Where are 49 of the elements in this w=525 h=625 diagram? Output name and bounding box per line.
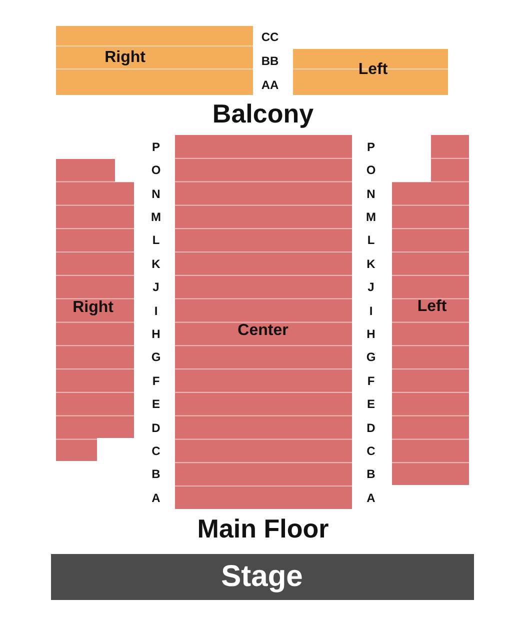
area-title: Main Floor bbox=[197, 514, 329, 544]
row-letter: N bbox=[152, 186, 160, 200]
section-label: Right bbox=[104, 49, 146, 67]
floor-section bbox=[56, 159, 134, 461]
floor-section bbox=[175, 135, 352, 509]
row-letter: E bbox=[367, 397, 375, 412]
row-letter: C bbox=[152, 444, 160, 458]
section-label: Left bbox=[358, 61, 388, 79]
section-label: Right bbox=[72, 299, 114, 317]
row-letter: I bbox=[369, 304, 373, 318]
row-letter: O bbox=[151, 163, 161, 178]
stage-label: Stage bbox=[221, 560, 303, 594]
row-letter: M bbox=[366, 210, 376, 224]
row-letter: L bbox=[367, 233, 375, 248]
row-letter: G bbox=[151, 350, 161, 364]
row-letter: M bbox=[151, 210, 161, 224]
row-letter: K bbox=[152, 256, 160, 271]
row-letter: F bbox=[152, 374, 160, 388]
row-letter: D bbox=[152, 420, 160, 434]
section-label: Left bbox=[417, 298, 447, 316]
row-letter: B bbox=[152, 467, 160, 482]
row-letter: AA bbox=[261, 78, 279, 92]
stage-block bbox=[51, 554, 474, 600]
floor-section bbox=[392, 135, 469, 485]
row-letter: O bbox=[366, 163, 376, 178]
row-letter: J bbox=[152, 280, 160, 294]
row-letter: G bbox=[366, 350, 376, 364]
row-letter: B bbox=[366, 467, 376, 482]
row-letter: CC bbox=[261, 30, 279, 44]
row-letter: P bbox=[367, 140, 375, 154]
row-letter: E bbox=[152, 397, 160, 412]
row-letter: C bbox=[366, 444, 376, 458]
row-letter: F bbox=[367, 374, 375, 388]
row-letter: L bbox=[152, 233, 160, 248]
row-letter: A bbox=[152, 490, 160, 505]
row-letter: P bbox=[152, 140, 160, 154]
balcony-section bbox=[56, 26, 253, 95]
row-letter: N bbox=[366, 186, 376, 200]
balcony-section bbox=[293, 49, 448, 95]
row-letter: K bbox=[366, 256, 376, 271]
row-letter: H bbox=[366, 326, 376, 341]
section-label: Center bbox=[238, 322, 288, 340]
row-letter: A bbox=[366, 490, 376, 505]
area-title: Balcony bbox=[212, 98, 314, 130]
row-letter: I bbox=[154, 304, 158, 318]
row-letter: H bbox=[152, 326, 160, 341]
row-letter: J bbox=[368, 280, 374, 294]
row-letter: BB bbox=[261, 54, 279, 68]
row-letter: D bbox=[366, 420, 376, 434]
